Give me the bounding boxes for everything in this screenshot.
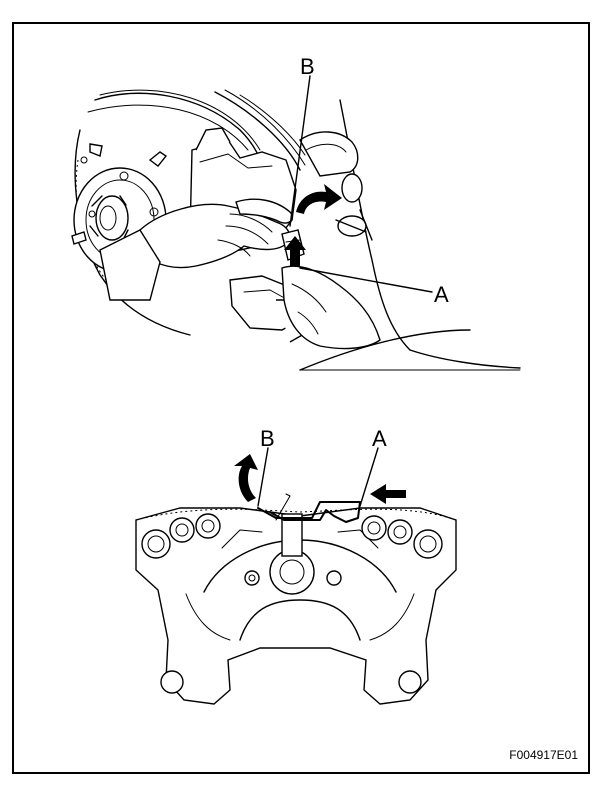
leader-b-bottom — [257, 447, 269, 507]
top-illustration — [71, 75, 521, 371]
lower-hand — [281, 265, 381, 350]
bottom-illustration — [135, 447, 457, 705]
leader-b-top — [289, 75, 311, 227]
label-a-bottom: A — [372, 426, 387, 451]
figure-code: F004917E01 — [509, 748, 578, 762]
brake-hose — [299, 131, 373, 241]
anti-rattle-spring — [257, 501, 361, 523]
up-arrow-top — [284, 236, 306, 266]
bolt-holes-left — [141, 513, 221, 559]
mount-hole-right — [398, 670, 422, 694]
label-a-top: A — [434, 282, 449, 307]
left-arrow-bottom — [370, 484, 406, 504]
hand — [99, 198, 294, 301]
leader-a-top — [299, 267, 433, 293]
curved-arrow-top — [296, 184, 342, 214]
bolt-holes-right — [361, 515, 443, 559]
curved-arrow-bottom — [234, 454, 258, 502]
leader-a-bottom — [359, 447, 379, 507]
mount-hole-left — [160, 670, 184, 694]
label-b-top: B — [300, 54, 315, 79]
label-b-bottom: B — [260, 426, 275, 451]
figure-frame — [12, 22, 590, 774]
